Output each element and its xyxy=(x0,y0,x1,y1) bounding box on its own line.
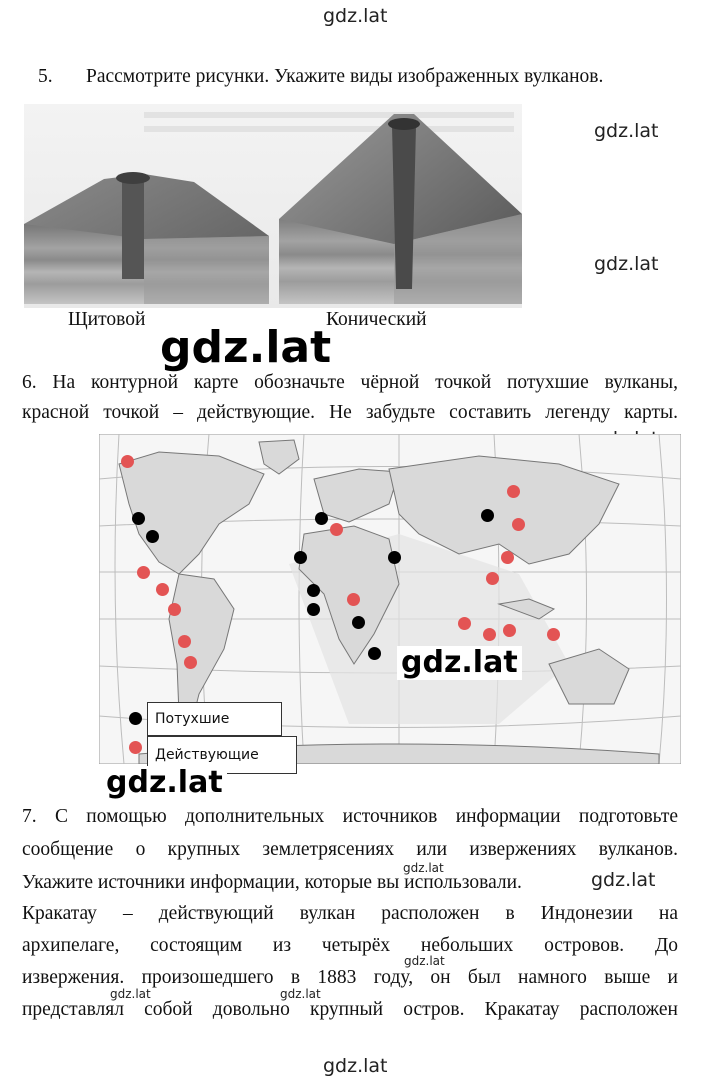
extinct-volcano-marker xyxy=(481,509,494,522)
active-volcano-marker xyxy=(330,523,343,536)
legend-active-label: Действующие xyxy=(155,747,259,763)
watermark: gdz.lat xyxy=(591,869,656,891)
task7-line-4: Кракатау – действующий вулкан расположен… xyxy=(22,903,678,924)
extinct-volcano-marker xyxy=(388,551,401,564)
extinct-volcano-marker xyxy=(146,530,159,543)
active-volcano-marker xyxy=(483,628,496,641)
active-volcano-marker xyxy=(178,635,191,648)
watermark-medium: gdz.lat xyxy=(102,766,227,800)
watermark: gdz.lat xyxy=(594,120,659,142)
active-volcano-marker xyxy=(137,566,150,579)
extinct-volcano-marker xyxy=(368,647,381,660)
task6-line-2: красной точкой – действующие. Не забудьт… xyxy=(22,402,678,423)
active-volcano-marker xyxy=(458,617,471,630)
active-volcano-marker xyxy=(503,624,516,637)
watermark-small: gdz.lat xyxy=(280,987,321,1001)
task7-line-6: извержения. произошедшего в 1883 году, о… xyxy=(22,967,678,988)
watermark-small: gdz.lat xyxy=(404,954,445,968)
task7-line-5: архипелаге, состоящим из четырёх небольш… xyxy=(22,935,678,956)
task7-line-7: представлял собой довольно крупный остро… xyxy=(22,999,678,1020)
caption-conical: Конический xyxy=(326,309,427,330)
watermark-medium: gdz.lat xyxy=(397,646,522,680)
watermark-large: gdz.lat xyxy=(160,322,332,373)
active-volcano-marker xyxy=(547,628,560,641)
extinct-volcano-marker xyxy=(294,551,307,564)
task7-line-1: 7. С помощью дополнительных источников и… xyxy=(22,806,678,827)
legend-extinct-label: Потухшие xyxy=(155,711,230,727)
legend-extinct-marker xyxy=(129,712,142,725)
legend-extinct: Потухшие xyxy=(147,702,282,736)
volcano-diagrams-image xyxy=(24,104,522,308)
active-volcano-marker xyxy=(184,656,197,669)
watermark: gdz.lat xyxy=(323,5,388,27)
active-volcano-marker xyxy=(501,551,514,564)
task5-number: 5. xyxy=(38,66,53,87)
active-volcano-marker xyxy=(486,572,499,585)
active-volcano-marker xyxy=(168,603,181,616)
legend-active-marker xyxy=(129,741,142,754)
extinct-volcano-marker xyxy=(307,603,320,616)
task6-line-1: 6. На контурной карте обозначьте чёрной … xyxy=(22,372,678,393)
active-volcano-marker xyxy=(156,583,169,596)
task7-line-3: Укажите источники информации, которые вы… xyxy=(22,872,522,893)
watermark: gdz.lat xyxy=(594,253,659,275)
task5-text: Рассмотрите рисунки. Укажите виды изобра… xyxy=(86,66,604,87)
watermark: gdz.lat xyxy=(323,1055,388,1077)
extinct-volcano-marker xyxy=(315,512,328,525)
watermark-small: gdz.lat xyxy=(110,987,151,1001)
active-volcano-marker xyxy=(507,485,520,498)
active-volcano-marker xyxy=(512,518,525,531)
caption-shield: Щитовой xyxy=(68,309,146,330)
task7-line-2: сообщение о крупных землетрясениях или и… xyxy=(22,839,678,860)
watermark-small: gdz.lat xyxy=(403,861,444,875)
active-volcano-marker xyxy=(121,455,134,468)
active-volcano-marker xyxy=(347,593,360,606)
extinct-volcano-marker xyxy=(352,616,365,629)
extinct-volcano-marker xyxy=(307,584,320,597)
extinct-volcano-marker xyxy=(132,512,145,525)
